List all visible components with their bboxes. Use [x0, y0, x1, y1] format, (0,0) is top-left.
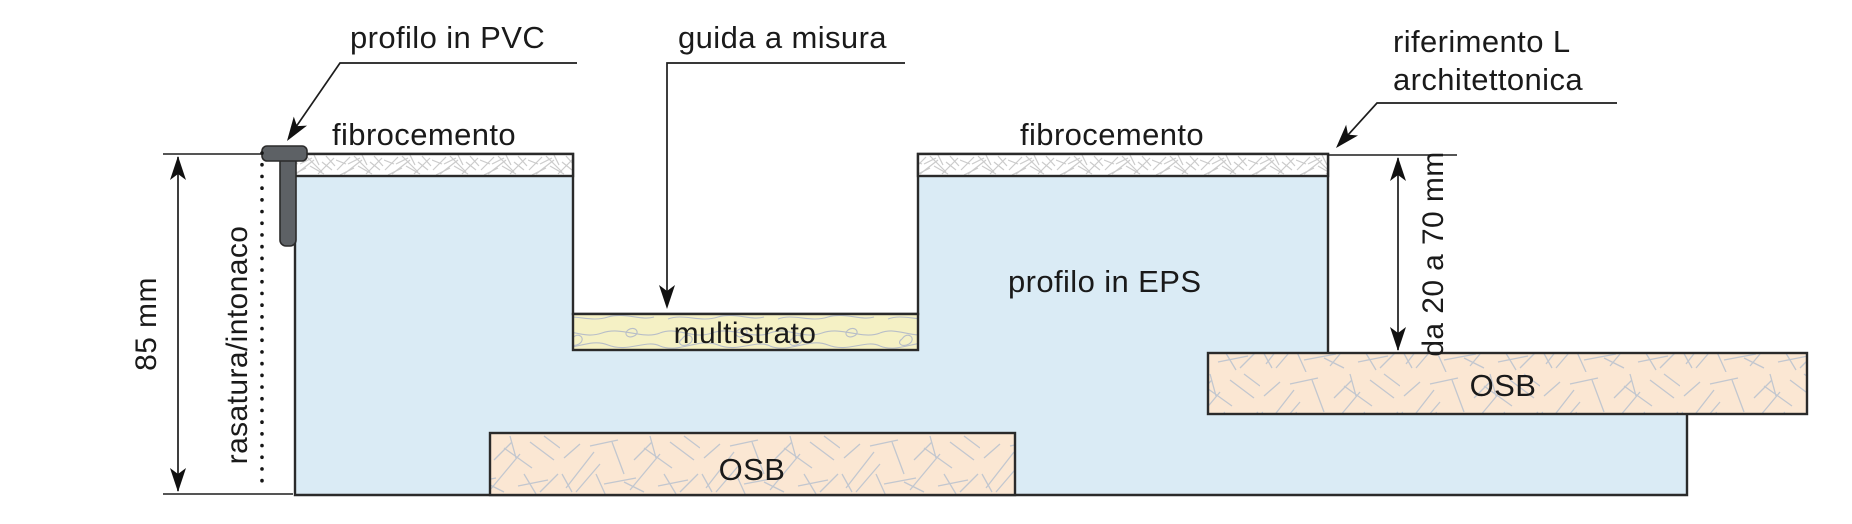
rasatura-label: rasatura/intonaco — [221, 226, 254, 465]
osb-right-label: OSB — [1470, 368, 1537, 403]
dimension-range-label: da 20 a 70 mm — [1417, 151, 1450, 356]
pvc-profile — [261, 145, 308, 247]
fibrocemento-layer-left — [293, 152, 575, 178]
reference-callout-label-line2: architettonica — [1393, 62, 1583, 97]
arrow-leader-icon — [280, 116, 308, 146]
guide-callout-label: guida a misura — [678, 20, 887, 55]
dimension-20-70mm: da 20 a 70 mm — [1328, 151, 1457, 357]
pvc-profile-cap — [261, 145, 308, 162]
multistrato-layer — [571, 312, 920, 352]
pvc-profile-stem — [279, 150, 297, 247]
dimension-85mm-label: 85 mm — [130, 277, 163, 371]
fibrocemento-layer-right — [916, 152, 1330, 178]
callout-guide: guida a misura — [659, 20, 905, 309]
eps-label: profilo in EPS — [1008, 264, 1201, 299]
dimension-85mm: 85 mm — [130, 153, 293, 495]
osb-board-bottom — [488, 431, 1017, 497]
fibrocemento-right-label: fibrocemento — [1020, 117, 1204, 152]
osb-board-right — [1206, 351, 1809, 416]
reference-callout-label-line1: riferimento L — [1393, 24, 1571, 59]
multistrato-label: multistrato — [674, 317, 817, 350]
callout-reference: riferimento L architettonica — [1330, 24, 1617, 154]
callout-pvc: profilo in PVC — [280, 20, 577, 146]
fibrocemento-left-label: fibrocemento — [332, 117, 516, 152]
osb-bottom-label: OSB — [719, 452, 786, 487]
pvc-callout-label: profilo in PVC — [350, 20, 545, 55]
